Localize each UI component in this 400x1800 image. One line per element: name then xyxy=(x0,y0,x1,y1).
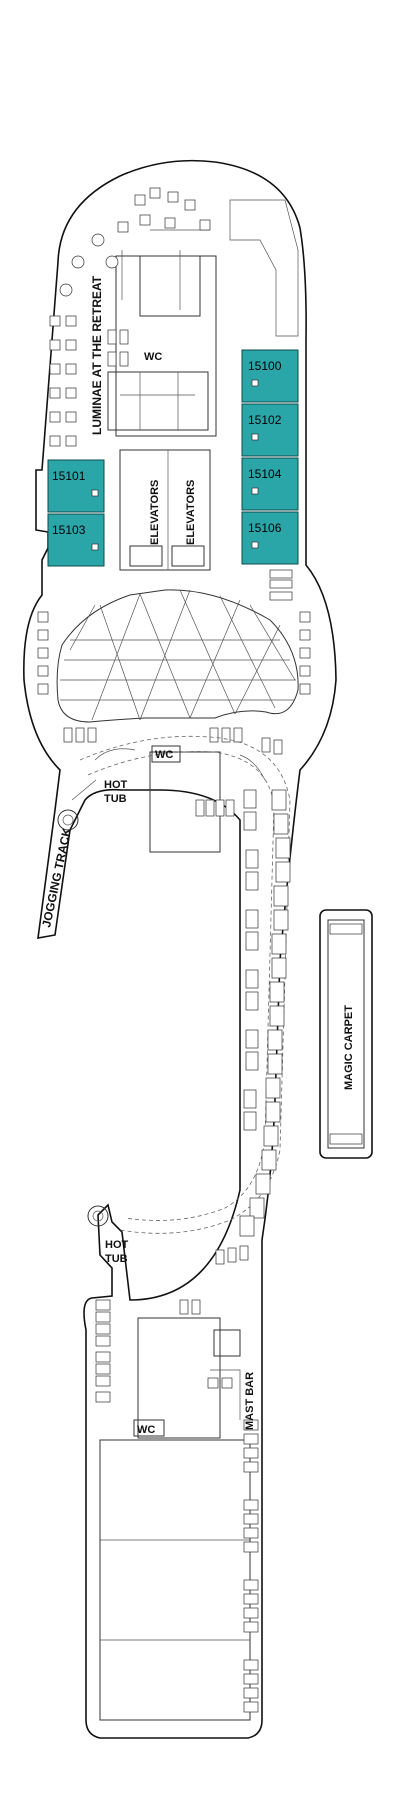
cabin-15106[interactable]: 15106 xyxy=(241,511,299,565)
hot-tub-forward[interactable] xyxy=(57,779,97,831)
luminae-furniture xyxy=(49,187,211,447)
svg-text:15101: 15101 xyxy=(52,469,86,483)
hot-tub-fwd-label-line1: HOT xyxy=(104,779,128,791)
wc-label-top: WC xyxy=(144,351,162,363)
promenade-loungers xyxy=(195,789,291,1237)
solarium-seating xyxy=(37,569,311,755)
magic-carpet-label: MAGIC CARPET xyxy=(343,1005,355,1090)
elevators-label-left: ELEVATORS xyxy=(149,480,161,545)
wc-label-aft: WC xyxy=(137,1424,155,1436)
svg-text:15102: 15102 xyxy=(248,413,282,427)
svg-text:15100: 15100 xyxy=(248,359,282,373)
svg-text:15104: 15104 xyxy=(248,467,282,481)
wc-label-mid: WC xyxy=(155,749,173,761)
svg-text:15106: 15106 xyxy=(248,521,282,535)
elevators-label-right: ELEVATORS xyxy=(185,480,197,545)
magic-carpet-platform[interactable] xyxy=(319,909,373,1159)
glass-roof-lattice xyxy=(56,589,299,723)
cabin-15100[interactable]: 15100 xyxy=(241,349,299,403)
cabin-15101[interactable]: 15101 xyxy=(47,459,105,513)
mast-bar-label: MAST BAR xyxy=(244,1372,256,1430)
hot-tub-aft-label-line1: HOT xyxy=(105,1239,129,1251)
hot-tub-fwd-label-line2: TUB xyxy=(104,793,127,805)
cabin-15104[interactable]: 15104 xyxy=(241,457,299,511)
hot-tub-aft[interactable] xyxy=(87,1205,109,1227)
luminae-label: LUMINAE AT THE RETREAT xyxy=(90,275,104,435)
cabin-balcony-markers xyxy=(91,379,259,551)
cabin-15103[interactable]: 15103 xyxy=(47,513,105,567)
forward-structure xyxy=(107,199,299,571)
svg-text:15103: 15103 xyxy=(52,523,86,537)
aft-loungers xyxy=(95,1245,259,1713)
hot-tub-aft-label-line2: TUB xyxy=(105,1253,128,1265)
cabin-15102[interactable]: 15102 xyxy=(241,403,299,457)
